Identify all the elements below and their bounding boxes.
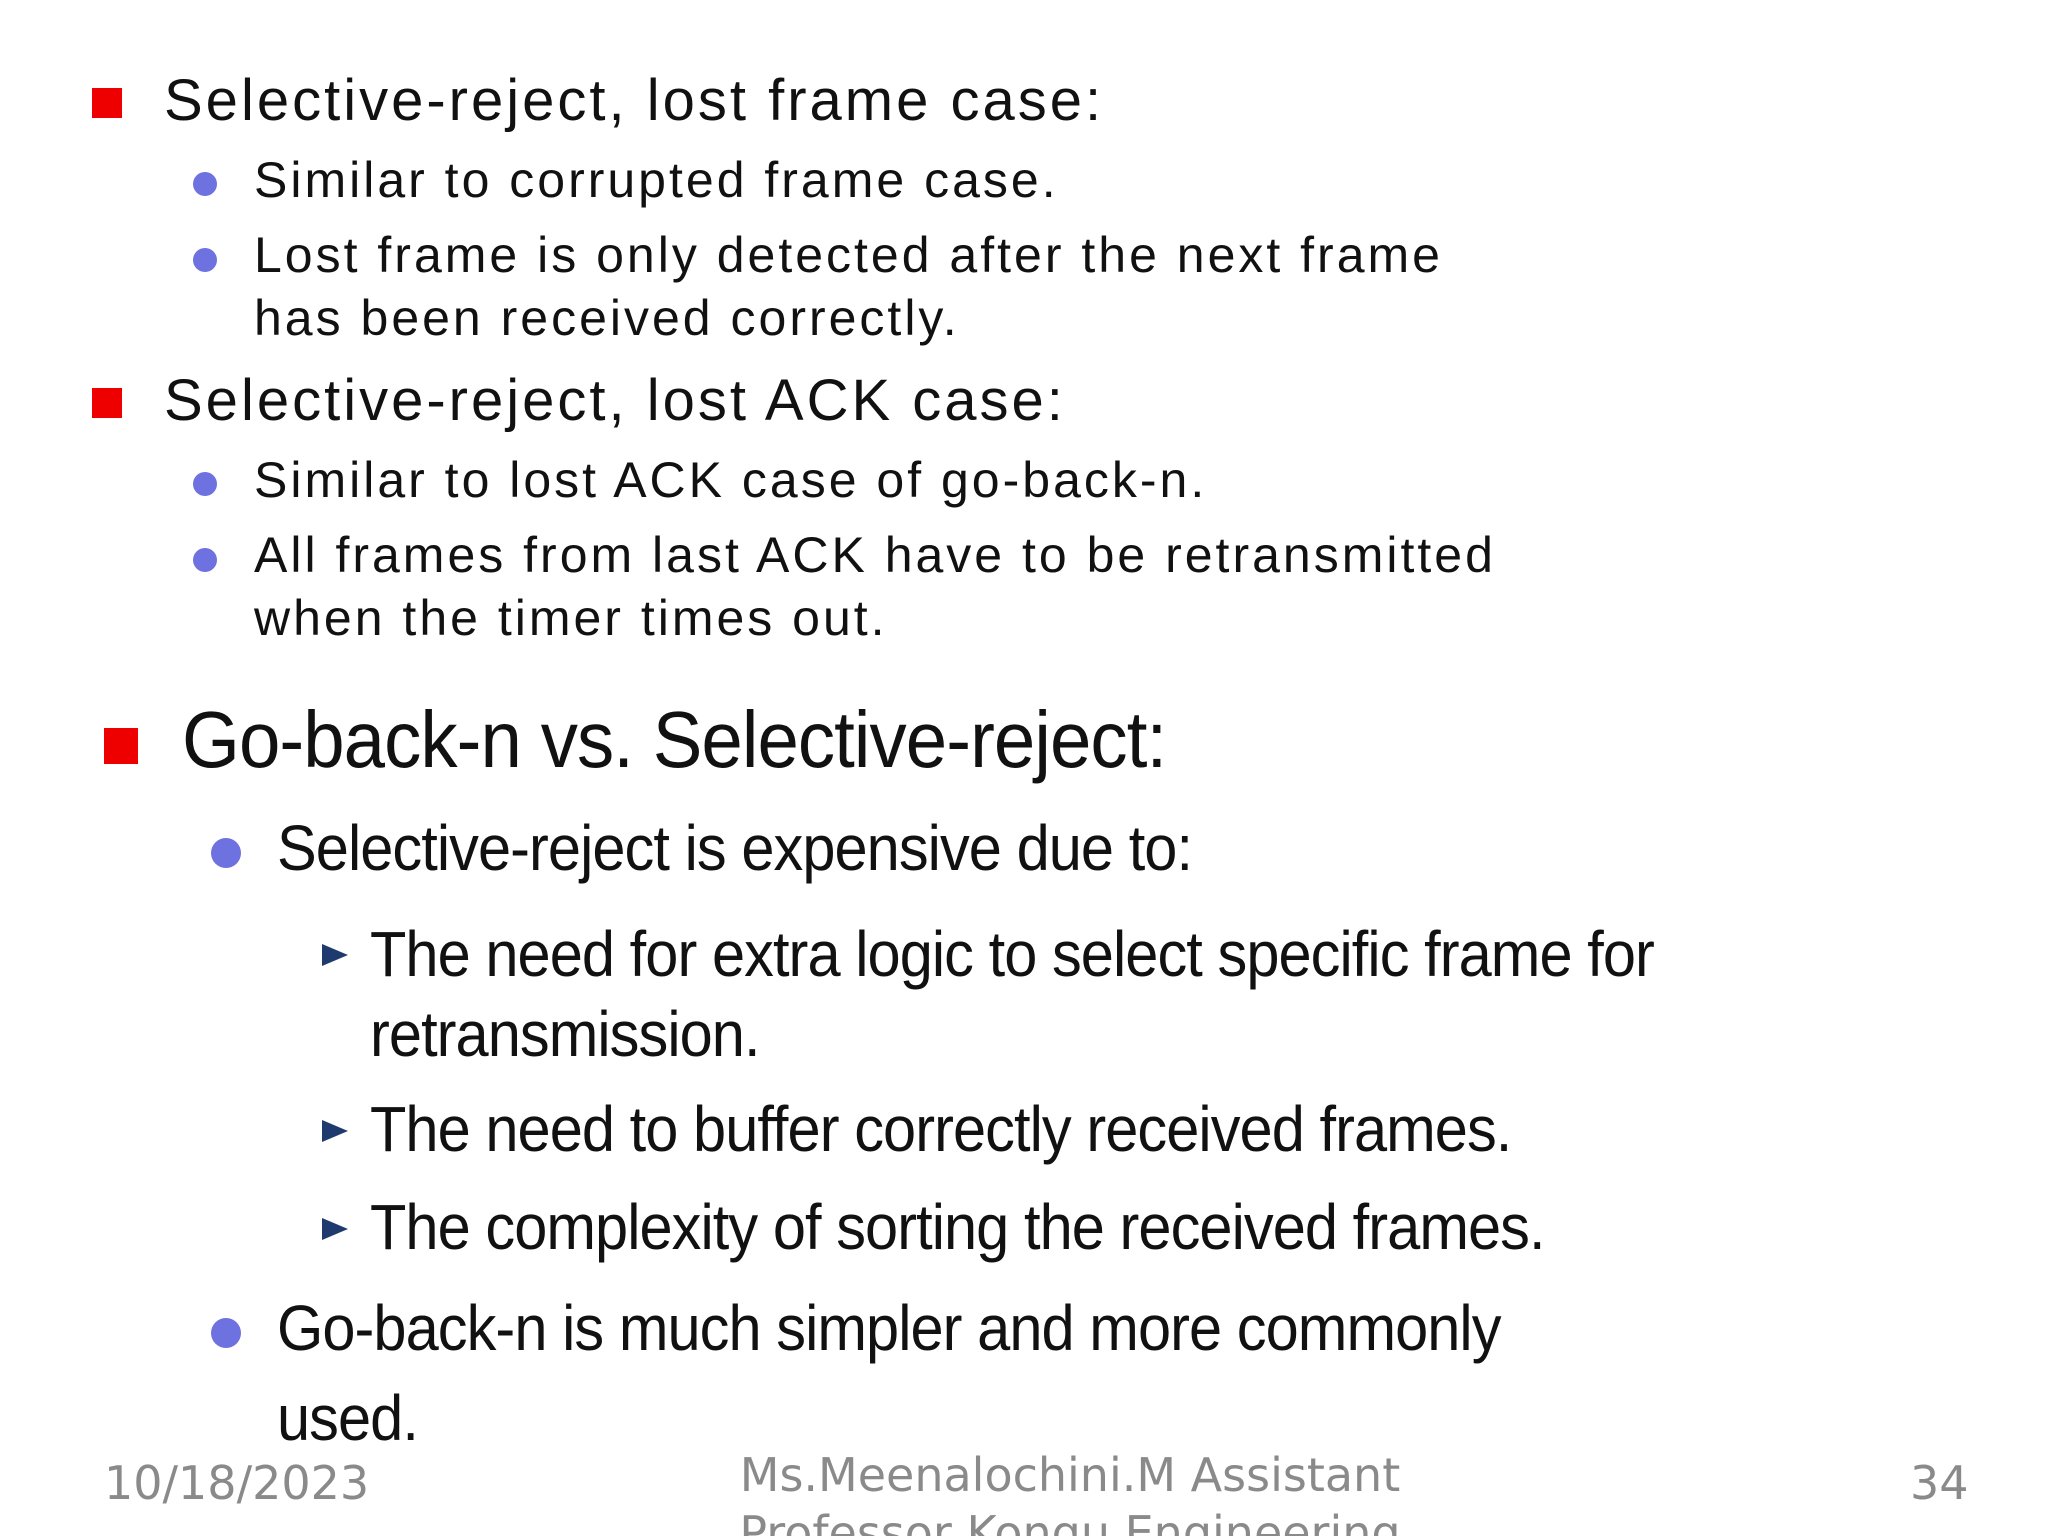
square-bullet-icon [104,728,138,764]
bullet-text: Similar to corrupted frame case. [254,152,1059,208]
round-bullet-icon [211,1318,241,1348]
arrow-bullet-icon [322,944,348,966]
arrow-bullet-icon [322,1218,348,1240]
footer-author: Ms.Meenalochini.M Assistant Professor,Ko… [620,1446,1520,1536]
round-bullet-icon [193,172,217,196]
section-heading: Go-back-n vs. Selective-reject: [182,695,1167,784]
round-bullet-icon [211,838,241,868]
round-bullet-icon [193,548,217,572]
bullet-text: Lost frame is only detected after the ne… [254,227,1443,283]
sub-bullet-text: The complexity of sorting the received f… [370,1191,1546,1263]
bullet-text: Go-back-n is much simpler and more commo… [277,1292,1501,1364]
bullet-text: Selective-reject is expensive due to: [277,812,1193,884]
round-bullet-icon [193,248,217,272]
footer-author-line: Professor,Kongu Engineering [739,1506,1401,1536]
sub-bullet-text-continued: retransmission. [370,998,761,1070]
bullet-text-continued: used. [277,1382,419,1454]
bullet-text: All frames from last ACK have to be retr… [254,527,1496,583]
bullet-text-continued: when the timer times out. [254,590,888,646]
sub-bullet-text: The need to buffer correctly received fr… [370,1093,1512,1165]
round-bullet-icon [193,472,217,496]
arrow-bullet-icon [322,1120,348,1142]
bullet-text: Similar to lost ACK case of go-back-n. [254,452,1208,508]
section-heading: Selective-reject, lost ACK case: [164,368,1066,433]
footer-author-line: Ms.Meenalochini.M Assistant [739,1448,1401,1502]
square-bullet-icon [92,388,122,418]
sub-bullet-text: The need for extra logic to select speci… [370,918,1655,990]
page-number: 34 [1910,1456,1969,1510]
square-bullet-icon [92,88,122,118]
bullet-text-continued: has been received correctly. [254,290,960,346]
footer-date: 10/18/2023 [104,1456,370,1510]
section-heading: Selective-reject, lost frame case: [164,68,1105,133]
